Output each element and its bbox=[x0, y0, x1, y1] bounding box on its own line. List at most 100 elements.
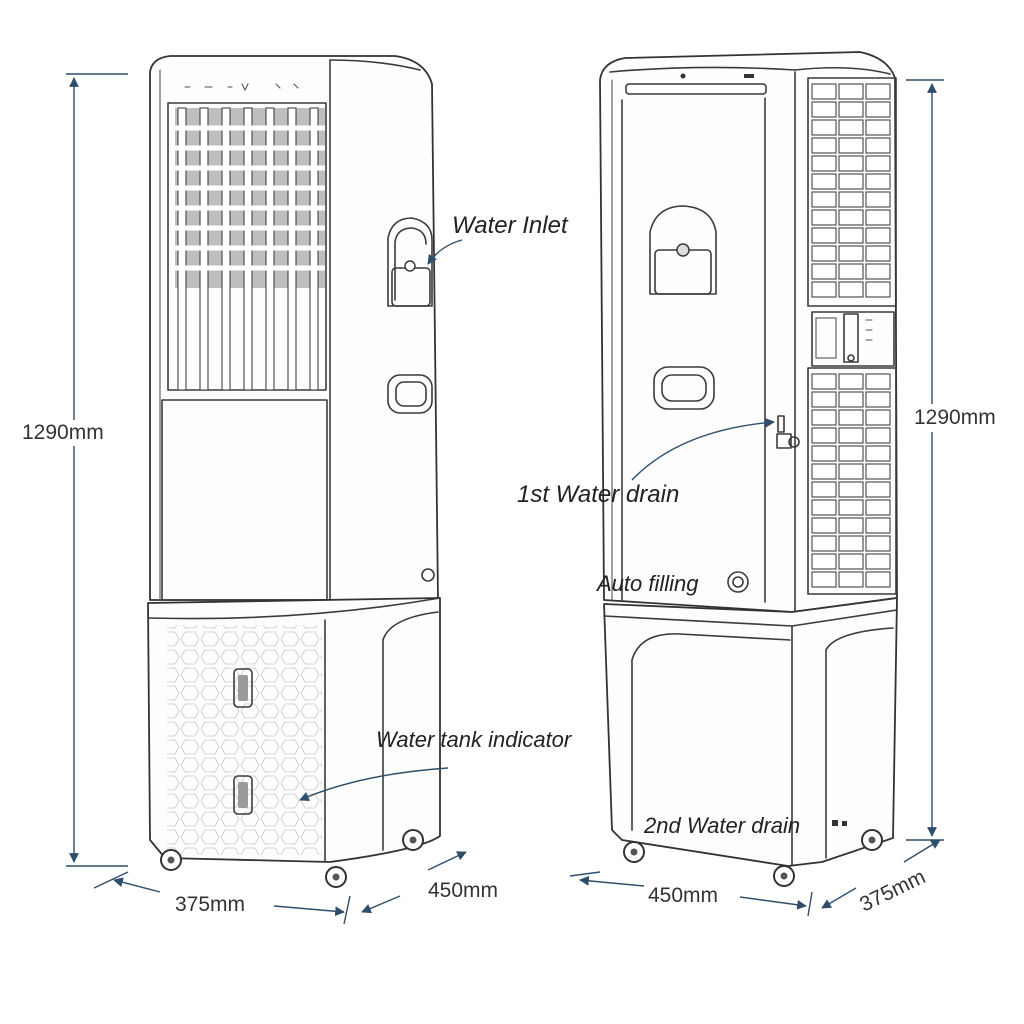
right-rear-label bbox=[815, 317, 837, 359]
grille-cell bbox=[838, 209, 864, 226]
callout-water-inlet: Water Inlet bbox=[452, 212, 569, 239]
left-side-handle bbox=[387, 374, 433, 414]
grille-cell bbox=[811, 481, 837, 498]
right-width-arrow-a bbox=[579, 875, 645, 887]
grille-cell bbox=[865, 535, 891, 552]
grille-cell bbox=[865, 499, 891, 516]
grille-cell bbox=[865, 553, 891, 570]
left-tank-rim bbox=[147, 597, 441, 620]
callouts: Water Inlet 1st Water drain Auto filling… bbox=[299, 212, 800, 838]
right-lower-grille-cells bbox=[811, 373, 891, 588]
grille-cell bbox=[838, 227, 864, 244]
left-water-inlet-rim bbox=[394, 227, 427, 301]
right-width-tick-a bbox=[569, 871, 601, 877]
right-top-edge-side bbox=[794, 66, 891, 75]
left-width-arrow-a bbox=[113, 877, 161, 893]
right-rear-switch-dot bbox=[847, 354, 855, 362]
left-control-marks bbox=[184, 83, 299, 92]
right-top-mark bbox=[744, 74, 754, 78]
left-side-knob bbox=[421, 568, 435, 582]
grille-cell bbox=[865, 373, 891, 390]
grille-cell bbox=[838, 481, 864, 498]
grille-cell bbox=[838, 571, 864, 588]
right-top-edge bbox=[609, 66, 796, 73]
left-tank-indicator-top bbox=[233, 668, 253, 708]
left-width-tick-b bbox=[343, 895, 351, 925]
callout-first-water-drain-arrow bbox=[631, 417, 775, 481]
left-tank-indicator-bottom bbox=[233, 775, 253, 815]
grille-cell bbox=[811, 245, 837, 262]
left-width-label: 375mm bbox=[175, 893, 245, 916]
right-water-inlet-knob bbox=[676, 243, 690, 257]
grille-cell bbox=[838, 517, 864, 534]
right-side-handle bbox=[653, 366, 715, 410]
grille-cell bbox=[865, 391, 891, 408]
right-rear-switch bbox=[843, 313, 859, 363]
grille-cell bbox=[811, 373, 837, 390]
left-grille-louvers bbox=[175, 125, 325, 271]
grille-cell bbox=[811, 119, 837, 136]
grille-cell bbox=[865, 173, 891, 190]
grille-cell bbox=[865, 481, 891, 498]
grille-cell bbox=[865, 517, 891, 534]
grille-cell bbox=[838, 281, 864, 298]
left-tank-indicator-bottom-level bbox=[238, 782, 248, 808]
right-width-arrow-b bbox=[739, 896, 807, 910]
right-width-tick-b bbox=[807, 891, 813, 917]
grille-cell bbox=[865, 83, 891, 100]
right-water-tank bbox=[603, 597, 898, 867]
grille-cell bbox=[811, 263, 837, 280]
left-height-label: 1290mm bbox=[22, 421, 104, 444]
right-drain-cap bbox=[776, 433, 792, 449]
grille-cell bbox=[811, 391, 837, 408]
grille-cell bbox=[838, 137, 864, 154]
grille-cell bbox=[811, 571, 837, 588]
grille-cell bbox=[865, 571, 891, 588]
right-drain-2-mark bbox=[832, 820, 838, 826]
grille-cell bbox=[838, 173, 864, 190]
grille-cell bbox=[838, 263, 864, 280]
left-depth-arrow-a bbox=[361, 895, 401, 914]
grille-cell bbox=[811, 427, 837, 444]
grille-cell bbox=[838, 191, 864, 208]
callout-water-tank-indicator: Water tank indicator bbox=[376, 727, 573, 752]
grille-cell bbox=[811, 463, 837, 480]
grille-cell bbox=[838, 119, 864, 136]
left-width-tick-a bbox=[93, 871, 129, 889]
grille-cell bbox=[865, 463, 891, 480]
callout-water-tank-indicator-arrow bbox=[299, 767, 449, 801]
right-drain-2-mark-b bbox=[842, 821, 847, 826]
left-cooler-unit bbox=[147, 55, 441, 888]
grille-cell bbox=[865, 101, 891, 118]
grille-cell bbox=[811, 445, 837, 462]
right-top-slot bbox=[625, 83, 767, 95]
left-tank-texture bbox=[167, 625, 322, 855]
grille-cell bbox=[811, 191, 837, 208]
grille-cell bbox=[811, 227, 837, 244]
right-height-label: 1290mm bbox=[914, 406, 996, 429]
right-cooler-unit bbox=[599, 51, 898, 887]
grille-cell bbox=[865, 427, 891, 444]
right-drain-valve bbox=[788, 436, 800, 448]
grille-cell bbox=[811, 137, 837, 154]
grille-cell bbox=[865, 119, 891, 136]
grille-cell bbox=[838, 535, 864, 552]
left-top-edge bbox=[329, 59, 421, 71]
grille-cell bbox=[838, 101, 864, 118]
right-width-label: 450mm bbox=[648, 884, 718, 907]
right-upper-grille-cells bbox=[811, 83, 891, 298]
grille-cell bbox=[811, 83, 837, 100]
right-depth-label: 375mm bbox=[856, 865, 929, 916]
left-water-inlet-knob bbox=[404, 260, 416, 272]
right-tank-side-curve bbox=[825, 627, 894, 859]
grille-cell bbox=[838, 553, 864, 570]
grille-cell bbox=[865, 245, 891, 262]
grille-cell bbox=[865, 263, 891, 280]
grille-cell bbox=[811, 409, 837, 426]
grille-cell bbox=[838, 155, 864, 172]
left-depth-label: 450mm bbox=[428, 879, 498, 902]
grille-cell bbox=[838, 499, 864, 516]
right-tank-front-curve bbox=[631, 633, 791, 831]
auto-filling-port-inner bbox=[732, 576, 744, 588]
